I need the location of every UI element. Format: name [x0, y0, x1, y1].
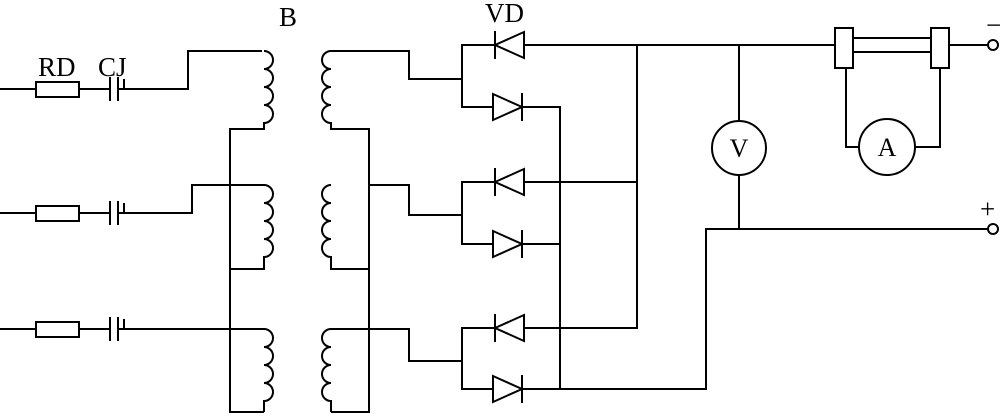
input-phase-3: [0, 317, 265, 341]
transformer-primary: [229, 50, 274, 413]
diode-vd-1: [492, 30, 525, 60]
primary-winding-2: [230, 184, 274, 270]
secondary-winding-3: [321, 328, 332, 412]
voltmeter-symbol: V: [730, 134, 749, 163]
positive-terminal: [987, 223, 999, 235]
diode-vd-2: [492, 92, 525, 122]
positive-terminal-label: +: [980, 194, 995, 224]
rectifier-bridge: [461, 30, 989, 404]
contact-cj-2: [109, 201, 119, 225]
negative-terminal-label: −: [986, 10, 1001, 40]
diode-vd-5: [492, 313, 525, 343]
resistor-rd-3: [35, 321, 80, 338]
rd-label: RD: [38, 52, 76, 82]
ammeter-symbol: A: [878, 133, 897, 162]
primary-winding-1: [229, 50, 274, 413]
input-phase-1: [0, 50, 262, 101]
secondary-winding-2: [321, 184, 369, 270]
shunt-ammeter: A: [834, 27, 950, 176]
shunt-right-block: [930, 27, 950, 69]
vd-label: VD: [485, 0, 524, 28]
cj-label: CJ: [98, 52, 127, 82]
contact-cj-1: [109, 77, 119, 101]
voltmeter-circle: [711, 120, 767, 176]
contact-cj-3: [109, 317, 119, 341]
secondary-winding-1: [321, 50, 370, 413]
diode-vd-6: [492, 374, 525, 404]
negative-terminal: [987, 39, 999, 51]
resistor-rd-1: [35, 81, 80, 98]
resistor-rd-2: [35, 205, 80, 222]
shunt-left-block: [834, 27, 854, 69]
diode-vd-3: [492, 167, 525, 197]
shunt-body: [839, 37, 939, 53]
ammeter-circle: [858, 118, 916, 176]
voltmeter: V: [711, 44, 767, 230]
transformer-secondary: [321, 50, 463, 413]
input-phase-2: [0, 184, 265, 225]
diode-vd-4: [492, 229, 525, 259]
transformer-label: B: [279, 2, 297, 32]
primary-winding-3: [263, 328, 274, 412]
